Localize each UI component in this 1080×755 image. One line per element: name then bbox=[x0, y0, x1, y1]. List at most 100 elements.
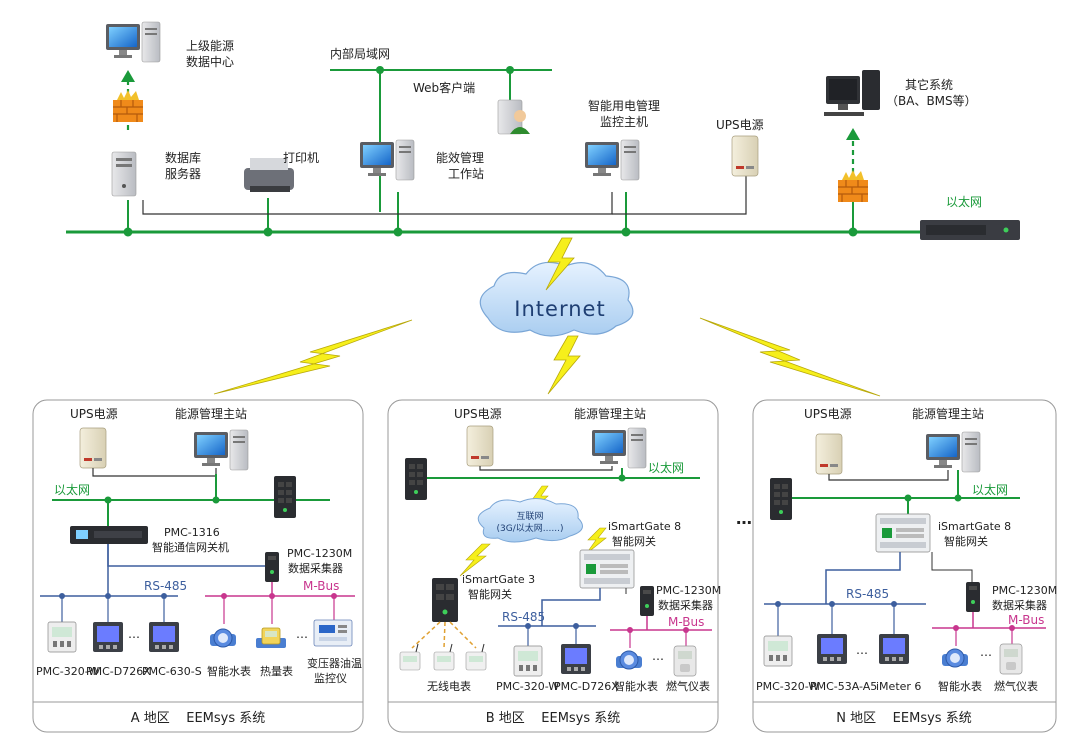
internet-cloud: Internet bbox=[479, 261, 634, 337]
region-a-master-label: 能源管理主站 bbox=[175, 406, 247, 421]
region-n-master-label: 能源管理主站 bbox=[912, 406, 984, 421]
region-b-master-label: 能源管理主站 bbox=[574, 406, 646, 421]
label-intranet: 内部局域网 bbox=[330, 46, 390, 61]
region-a-ethernet-label: 以太网 bbox=[54, 482, 90, 497]
region-n-dots-1: … bbox=[856, 643, 868, 657]
region-b-ups-icon bbox=[466, 425, 494, 467]
region-b-gateway8-icon bbox=[579, 549, 635, 589]
region-n-meter-53a-icon bbox=[817, 634, 847, 664]
bolt-right bbox=[699, 317, 881, 397]
region-n-gas-label: 燃气仪表 bbox=[994, 679, 1038, 693]
service-link bbox=[142, 192, 613, 215]
region-n-meter-label-1: PMC-320-W bbox=[756, 680, 819, 693]
label-ethernet-top: 以太网 bbox=[946, 194, 982, 209]
region-b-gw3-label-2: 智能网关 bbox=[468, 587, 512, 601]
region-a-meter-726-icon bbox=[93, 622, 123, 652]
region-b-wireless-label: 无线电表 bbox=[427, 679, 471, 693]
region-a-switch-icon bbox=[274, 476, 296, 518]
label-db-1: 数据库 bbox=[165, 150, 201, 165]
region-n-ethernet-label: 以太网 bbox=[972, 482, 1008, 497]
label-other-1: 其它系统 bbox=[905, 77, 953, 92]
region-a-mbus-label: M-Bus bbox=[303, 579, 339, 593]
region-b-water-label: 智能水表 bbox=[614, 679, 658, 693]
eff-station-pc-icon bbox=[359, 139, 415, 181]
region-a-collector-label-2: 数据采集器 bbox=[288, 561, 343, 575]
label-smart-host-1: 智能用电管理 bbox=[588, 98, 660, 113]
label-ups-top: UPS电源 bbox=[716, 118, 764, 132]
region-a-ups-label: UPS电源 bbox=[70, 407, 118, 421]
region-b-panel bbox=[387, 399, 719, 733]
smart-host-pc-icon bbox=[584, 139, 640, 181]
region-a-transformer-label-2: 监控仪 bbox=[314, 671, 347, 685]
region-b-collector-label-2: 数据采集器 bbox=[658, 598, 713, 612]
region-b-gw8-label-2: 智能网关 bbox=[612, 534, 656, 548]
region-a-water-label: 智能水表 bbox=[207, 664, 251, 678]
firewall-right-icon bbox=[837, 169, 869, 203]
region-a-rs485-label: RS-485 bbox=[144, 579, 187, 593]
region-b-collector-label-1: PMC-1230M bbox=[656, 584, 721, 597]
region-b-ethernet-label: 以太网 bbox=[648, 460, 684, 475]
region-b-gateway3-icon bbox=[432, 578, 458, 622]
region-b-cloud: 互联网 (3G/以太网......) bbox=[477, 498, 583, 543]
region-n-caption: N 地区 EEMsys 系统 bbox=[836, 711, 971, 726]
other-system-pc-icon bbox=[824, 70, 880, 116]
region-a-transformer-icon bbox=[313, 619, 353, 647]
region-n-imeter6-icon bbox=[879, 634, 909, 664]
label-upper-center-1: 上级能源 bbox=[186, 39, 234, 53]
region-b-gas-label: 燃气仪表 bbox=[666, 679, 710, 693]
region-n-gw8-label-2: 智能网关 bbox=[944, 534, 988, 548]
region-a-transformer-label-1: 变压器油温 bbox=[307, 656, 362, 670]
region-a-meter-label-3: PMC-630-S bbox=[142, 665, 202, 678]
region-n-switch-icon bbox=[770, 478, 792, 520]
label-printer: 打印机 bbox=[283, 151, 319, 165]
label-web-client: Web客户端 bbox=[413, 80, 475, 95]
region-a-caption: A 地区 EEMsys 系统 bbox=[131, 711, 266, 726]
region-a-gateway-label-1: PMC-1316 bbox=[164, 526, 220, 539]
region-a-dots-2: … bbox=[296, 627, 308, 641]
web-client-icon bbox=[497, 99, 530, 135]
bolt-mid bbox=[547, 335, 581, 395]
region-n-collector-label-2: 数据采集器 bbox=[992, 598, 1047, 612]
region-b-gas-meter-icon bbox=[673, 645, 697, 677]
region-n-collector-label-1: PMC-1230M bbox=[992, 584, 1057, 597]
region-n-gateway8-icon bbox=[875, 513, 931, 553]
printer-icon bbox=[244, 158, 294, 192]
region-b-switch-icon bbox=[405, 458, 427, 500]
region-b-meter-320-icon bbox=[513, 645, 543, 677]
ethernet-switch-icon bbox=[920, 220, 1020, 240]
region-b-gw8-label-1: iSmartGate 8 bbox=[608, 520, 681, 533]
region-n-ups-label: UPS电源 bbox=[804, 407, 852, 421]
region-a-gateway-label-2: 智能通信网关机 bbox=[152, 540, 229, 554]
firewall-icon bbox=[112, 89, 144, 123]
lightning-bolts bbox=[213, 237, 881, 397]
region-a-collector-icon bbox=[265, 552, 279, 582]
region-n-meter-label-3: iMeter 6 bbox=[876, 680, 921, 693]
region-a-heat-label: 热量表 bbox=[260, 664, 293, 678]
region-b-gw3-label-1: iSmartGate 3 bbox=[462, 573, 535, 586]
region-a-meter-label-1: PMC-320-W bbox=[36, 665, 99, 678]
bolt-top bbox=[545, 237, 575, 291]
label-other-2: （BA、BMS等） bbox=[886, 94, 977, 108]
region-b-meter-label-2: PMC-D726X bbox=[554, 680, 619, 693]
region-a-dots-1: … bbox=[128, 627, 140, 641]
region-a-meter-label-2: PMC-D726X bbox=[86, 665, 151, 678]
region-n-rs485-label: RS-485 bbox=[846, 587, 889, 601]
region-b-meter-label-1: PMC-320-W bbox=[496, 680, 559, 693]
region-b-mbus-label: M-Bus bbox=[668, 615, 704, 629]
region-n-meter-320-icon bbox=[763, 635, 793, 667]
region-a-meter-630-icon bbox=[149, 622, 179, 652]
label-smart-host-2: 监控主机 bbox=[600, 115, 648, 129]
region-b-rs485-label: RS-485 bbox=[502, 610, 545, 624]
region-n-gw8-label-1: iSmartGate 8 bbox=[938, 520, 1011, 533]
label-eff-1: 能效管理 bbox=[436, 150, 484, 165]
upper-datacenter-pc-icon bbox=[105, 21, 161, 63]
region-a-collector-label-1: PMC-1230M bbox=[287, 547, 352, 560]
region-a-ups-icon bbox=[79, 427, 107, 469]
region-n-mbus-label: M-Bus bbox=[1008, 613, 1044, 627]
ups-icon bbox=[731, 135, 759, 177]
region-a-gateway-icon bbox=[70, 526, 148, 544]
region-n-meter-label-2: PMC-53A-A5 bbox=[810, 680, 877, 693]
region-a-meter-320-icon bbox=[47, 621, 77, 653]
bolt-left bbox=[213, 319, 413, 395]
